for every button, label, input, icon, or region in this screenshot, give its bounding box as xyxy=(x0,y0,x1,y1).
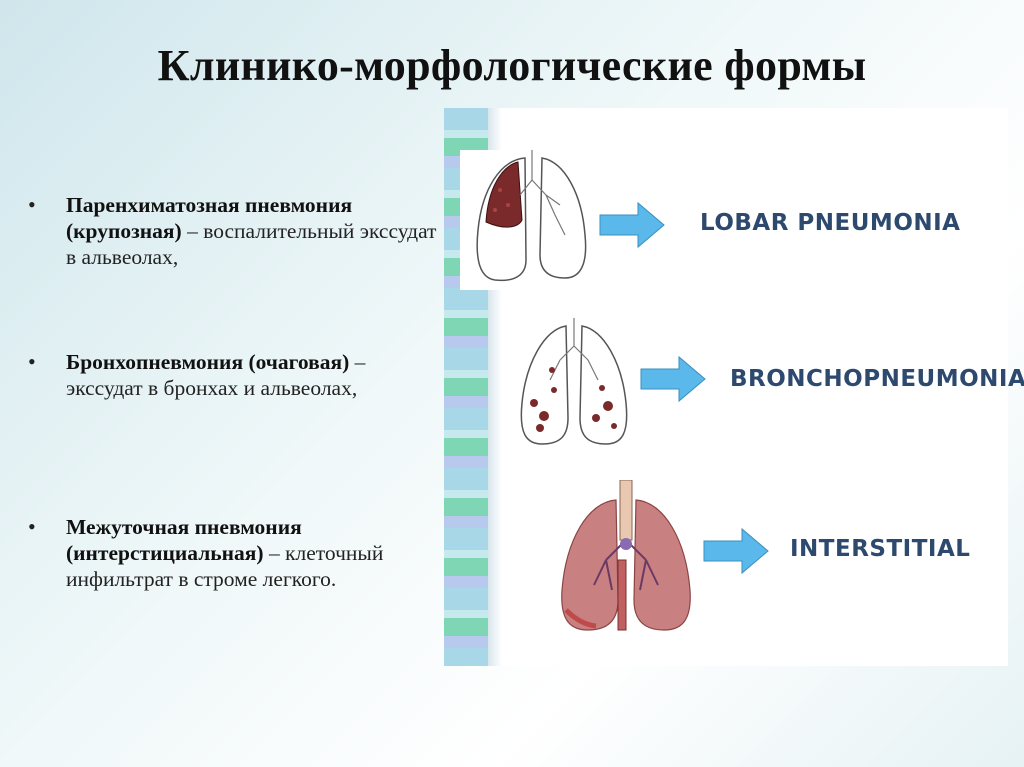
arrow-icon xyxy=(703,527,769,575)
bullet-term: Межуточная пневмония (интерстициальная) xyxy=(66,515,302,565)
bullet-item: • Межуточная пневмония (интерстициальная… xyxy=(28,514,438,592)
lobar-pneumonia-label: LOBAR PNEUMONIA xyxy=(700,210,961,236)
bullet-term: Паренхиматозная пневмония (крупозная) xyxy=(66,193,353,243)
interstitial-label: INTERSTITIAL xyxy=(790,536,971,562)
bullet-dot: • xyxy=(28,349,36,374)
bronchopneumonia-label: BRONCHOPNEUMONIA xyxy=(730,366,1024,392)
interstitial-lungs-illustration xyxy=(561,480,691,631)
bullet-item: • Паренхиматозная пневмония (крупозная) … xyxy=(28,192,438,270)
slide-title: Клинико-морфологические формы xyxy=(157,41,867,90)
bullet-term: Бронхопневмония (очаговая) xyxy=(66,350,350,374)
bullet-item: • Бронхопневмония (очаговая) – экссудат … xyxy=(28,349,438,401)
bullet-description: – клеточный инфильтрат в строме легкого. xyxy=(66,541,384,591)
bullet-dot: • xyxy=(28,192,36,217)
pneumonia-types-figure: LOBAR PNEUMONIA BRONCHOPNEUMONIA INTERST… xyxy=(444,108,1024,666)
bullet-description: – экссудат в бронхах и альвеолах, xyxy=(66,350,366,400)
bullet-dot: • xyxy=(28,514,36,539)
bronchopneumonia-lungs-illustration xyxy=(520,318,628,445)
arrow-icon xyxy=(599,201,665,249)
bullet-description: – воспалительный экссудат в альвеолах, xyxy=(66,219,437,269)
lobar-lungs-illustration xyxy=(460,150,600,290)
arrow-icon xyxy=(640,355,706,403)
